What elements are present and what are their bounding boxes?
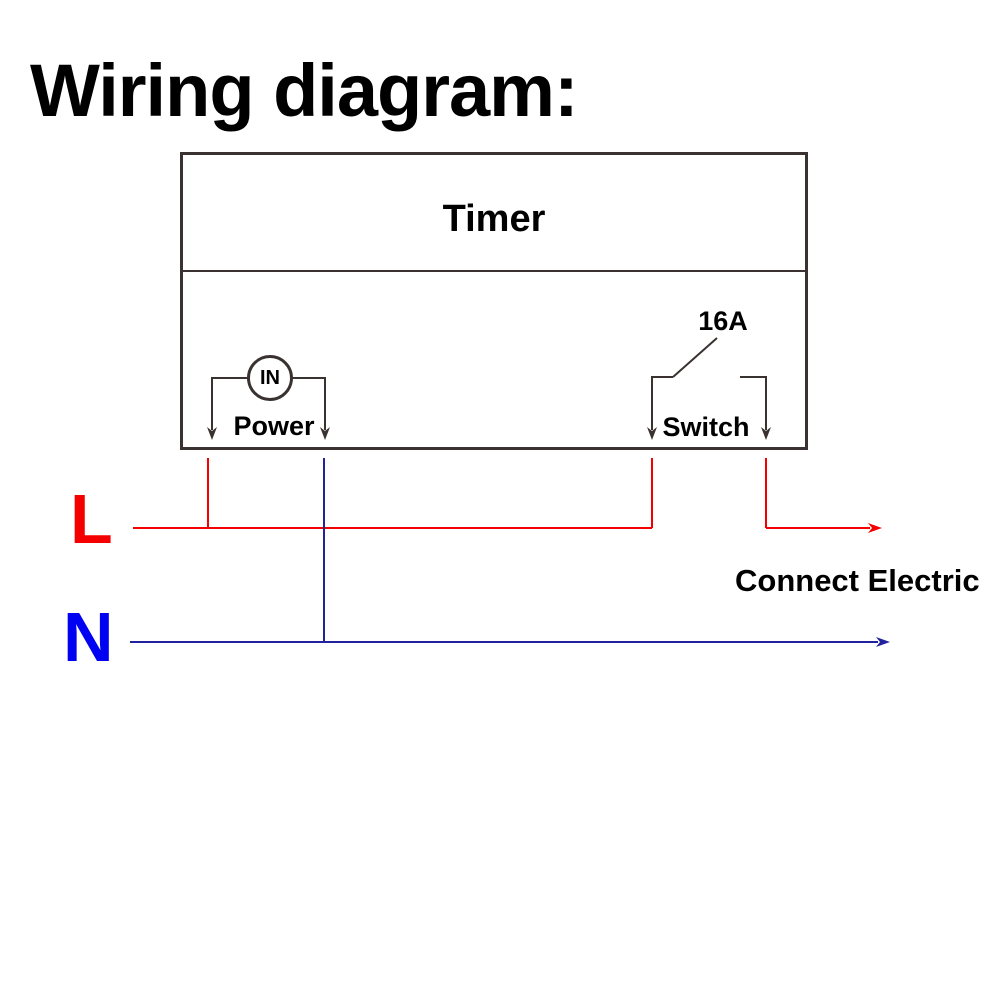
- neutral-wire-label: N: [63, 598, 114, 676]
- live-wire-label: L: [70, 480, 113, 558]
- neutral-output-arrow-icon: [876, 637, 890, 647]
- live-output-arrow-icon: [868, 523, 882, 533]
- device-name-label: Timer: [442, 198, 546, 240]
- power-in-terminal: IN: [247, 355, 293, 401]
- timer-device-box: Timer: [180, 152, 808, 450]
- switch-rating-label: 16A: [698, 306, 748, 336]
- power-label: Power: [233, 411, 315, 441]
- page-title: Wiring diagram:: [30, 49, 579, 132]
- timer-box-header: Timer: [183, 155, 805, 272]
- switch-label: Switch: [662, 412, 750, 442]
- connect-electric-label: Connect Electric: [735, 563, 980, 598]
- power-in-terminal-label: IN: [260, 366, 280, 389]
